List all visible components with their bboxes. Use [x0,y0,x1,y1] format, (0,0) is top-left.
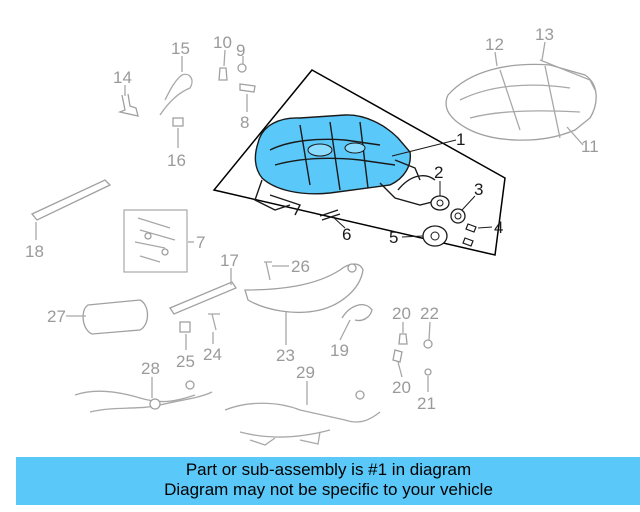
highlight-box [212,69,506,256]
parts-diagram: 1 2 3 4 5 6 7 8 9 10 11 12 13 14 15 16 1… [25,25,599,446]
part-25-clip[interactable] [179,321,191,333]
callout-22[interactable]: 22 [420,304,439,323]
part-29-wire-harness[interactable] [224,390,381,446]
callout-8[interactable]: 8 [240,113,249,132]
callout-15[interactable]: 15 [171,39,190,58]
part-19-handle[interactable] [341,304,373,322]
part-23-side-cover[interactable] [244,263,364,313]
callout-9[interactable]: 9 [236,41,245,60]
part-3-gear[interactable] [450,208,466,224]
callout-29[interactable]: 29 [296,363,315,382]
callout-21[interactable]: 21 [417,394,436,413]
callout-17[interactable]: 17 [220,251,239,270]
callout-27[interactable]: 27 [47,307,66,326]
callout-6[interactable]: 6 [342,225,351,244]
footer-banner: Part or sub-assembly is #1 in diagram Di… [16,457,640,505]
part-10-fastener[interactable] [218,67,228,81]
callout-14[interactable]: 14 [113,68,132,87]
part-4-bolts[interactable] [462,223,477,247]
leader-lines [35,41,584,405]
callout-26[interactable]: 26 [291,257,310,276]
callout-13[interactable]: 13 [535,25,554,44]
callout-25[interactable]: 25 [176,352,195,371]
footer-line-2: Diagram may not be specific to your vehi… [164,480,493,499]
part-15-cable[interactable] [159,73,193,116]
callout-10[interactable]: 10 [213,33,232,52]
callout-16[interactable]: 16 [167,151,186,170]
callout-19[interactable]: 19 [330,341,349,360]
callout-7[interactable]: 7 [196,233,205,252]
part-9-nut[interactable] [237,63,247,73]
callout-20-lower[interactable]: 20 [392,378,411,397]
part-22-fastener[interactable] [423,339,433,349]
part-17-rod[interactable] [169,281,237,315]
callout-11[interactable]: 11 [581,137,599,156]
callout-2[interactable]: 2 [434,163,443,182]
part-26-bolt[interactable] [264,261,272,281]
part-7-hardware-kit[interactable] [123,209,188,273]
part-20-screw-lower[interactable] [392,349,403,363]
callout-1[interactable]: 1 [456,130,465,149]
part-5-recliner-motor[interactable] [422,225,448,247]
part-27-pad[interactable] [82,299,149,335]
part-6-screw[interactable] [319,209,341,221]
part-8-bolt[interactable] [239,83,256,93]
callout-4[interactable]: 4 [494,218,503,237]
part-28-wire-harness[interactable] [74,380,213,413]
callout-5[interactable]: 5 [389,228,398,247]
part-24-screw[interactable] [208,313,220,331]
part-14-bracket[interactable] [117,93,139,117]
part-16-clip[interactable] [172,117,184,127]
footer-line-1: Part or sub-assembly is #1 in diagram [185,460,472,479]
seat-frame-part-1[interactable] [254,114,441,216]
part-21-fastener[interactable] [424,368,432,376]
seat-cushion-part-11[interactable] [445,59,597,141]
callout-28[interactable]: 28 [141,359,160,378]
part-18-rail[interactable] [30,179,112,221]
part-20-screw-upper[interactable] [398,333,408,345]
part-2-motor[interactable] [430,195,450,211]
callout-24[interactable]: 24 [203,345,222,364]
callout-3[interactable]: 3 [474,180,483,199]
callout-23[interactable]: 23 [276,346,295,365]
callout-18[interactable]: 18 [25,242,44,261]
callout-20-upper[interactable]: 20 [392,304,411,323]
callout-12[interactable]: 12 [485,35,504,54]
callout-numbers: 1 2 3 4 5 6 7 8 9 10 11 12 13 14 15 16 1… [25,25,599,413]
